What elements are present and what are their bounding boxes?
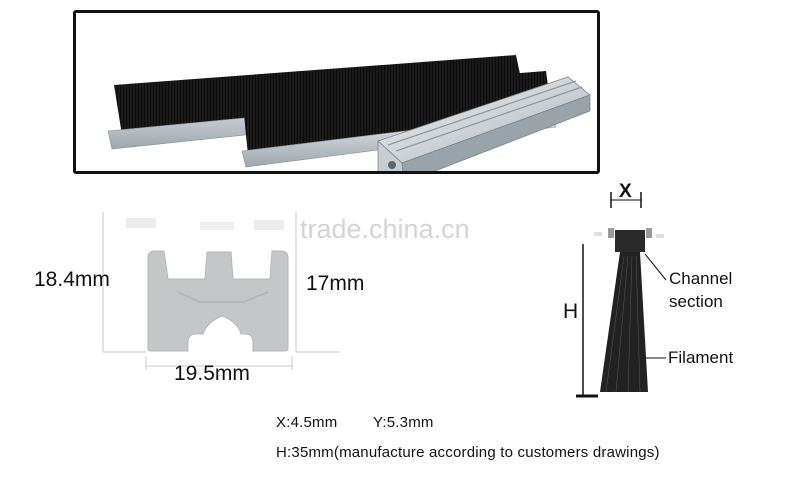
section-label: section (669, 292, 723, 311)
x-dimension-label: X (619, 181, 632, 202)
watermark: trade.china.cn (300, 214, 470, 244)
left-height-dimension: 18.4mm (34, 268, 110, 291)
spec-x: X:4.5mm (276, 414, 338, 431)
spec-y: Y:5.3mm (373, 414, 434, 431)
product-photo (73, 10, 600, 174)
spec-h: H:35mm(manufacture according to customer… (276, 444, 660, 461)
brush-strip-middle (242, 71, 552, 155)
h-dimension-label: H (563, 300, 579, 323)
filament-graphic (600, 252, 648, 392)
width-dimension: 19.5mm (174, 362, 250, 385)
filament-label: Filament (668, 348, 734, 367)
channel-section-graphic (594, 228, 664, 252)
channel-label: Channel (669, 269, 733, 288)
brush-strip-illustration (107, 55, 591, 171)
right-height-dimension: 17mm (306, 272, 365, 295)
aluminium-channel (377, 76, 591, 171)
